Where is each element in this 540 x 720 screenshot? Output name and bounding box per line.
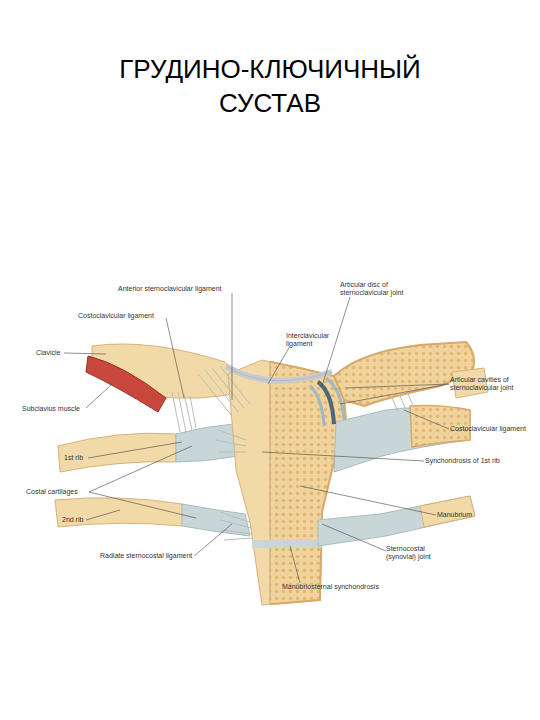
interclavicular-ligament: [226, 366, 332, 381]
leader-line: [86, 510, 120, 520]
midline: [270, 362, 271, 604]
costoclavicular-ligament: [392, 394, 414, 412]
part-label: Manubrium: [437, 511, 497, 519]
ligaments: [172, 366, 414, 540]
part-label: Costoclavicular ligament: [450, 425, 540, 433]
part-label: Manubriosternal synchondrosis: [282, 583, 402, 591]
right-second-cartilage: [318, 496, 475, 546]
manubrium-section: [270, 360, 346, 605]
radiate-ligament: [216, 430, 246, 452]
leader-line: [290, 546, 300, 583]
part-label: 1st rib: [64, 454, 94, 462]
part-label: Articular disc of sternoclavicular joint: [340, 281, 420, 297]
part-label: 2nd rib: [62, 516, 92, 524]
leader-line: [88, 442, 182, 458]
subclavius-muscle: [86, 356, 166, 412]
manubrium-surface: [228, 360, 346, 605]
leader-line: [194, 524, 232, 556]
leader-line: [300, 486, 436, 515]
part-label: Clavicle: [36, 349, 76, 357]
leader-line: [404, 410, 449, 429]
leader-line: [86, 384, 112, 408]
part-label: Synchondrosis of 1st rib: [425, 457, 530, 465]
part-label: Interclavicular ligament: [286, 332, 330, 348]
leader-line: [262, 452, 424, 461]
leader-line: [64, 353, 106, 354]
left-first-rib: [58, 433, 176, 472]
part-label: Sternocostal (synovial) joint: [386, 545, 448, 561]
interclavicular-ligament: [226, 366, 332, 381]
manubriosternal-synchondrosis: [252, 540, 322, 548]
leader-lines: [64, 293, 449, 583]
part-label: Radiate sternocostal ligament: [100, 552, 210, 560]
leader-line: [232, 293, 233, 400]
joint: [310, 378, 344, 426]
leader-line: [268, 346, 290, 384]
leader-line: [166, 318, 184, 398]
left-second-rib: [55, 498, 182, 527]
slide-title: ГРУДИНО-КЛЮЧИЧНЫЙ СУСТАВ: [90, 52, 450, 120]
leader-line: [346, 384, 449, 388]
part-label: Costal cartilages: [26, 488, 96, 496]
left-second-cartilage: [182, 504, 250, 536]
leader-line: [322, 297, 350, 386]
articular-cavity: [326, 378, 344, 420]
part-label: Anterior sternoclavicular ligament: [118, 285, 278, 293]
part-label: Costoclavicular ligament: [78, 312, 178, 320]
leader-line: [340, 384, 449, 404]
bones: [55, 342, 488, 605]
anterior-sc-ligament: [198, 366, 250, 416]
leader-line: [322, 524, 386, 551]
articular-cavity: [310, 386, 324, 426]
part-label: Articular cavities of sternoclavicular j…: [450, 376, 534, 392]
leader-line: [89, 446, 192, 492]
part-label: Subclavius muscle: [22, 405, 92, 413]
radiate-ligament: [220, 512, 252, 540]
